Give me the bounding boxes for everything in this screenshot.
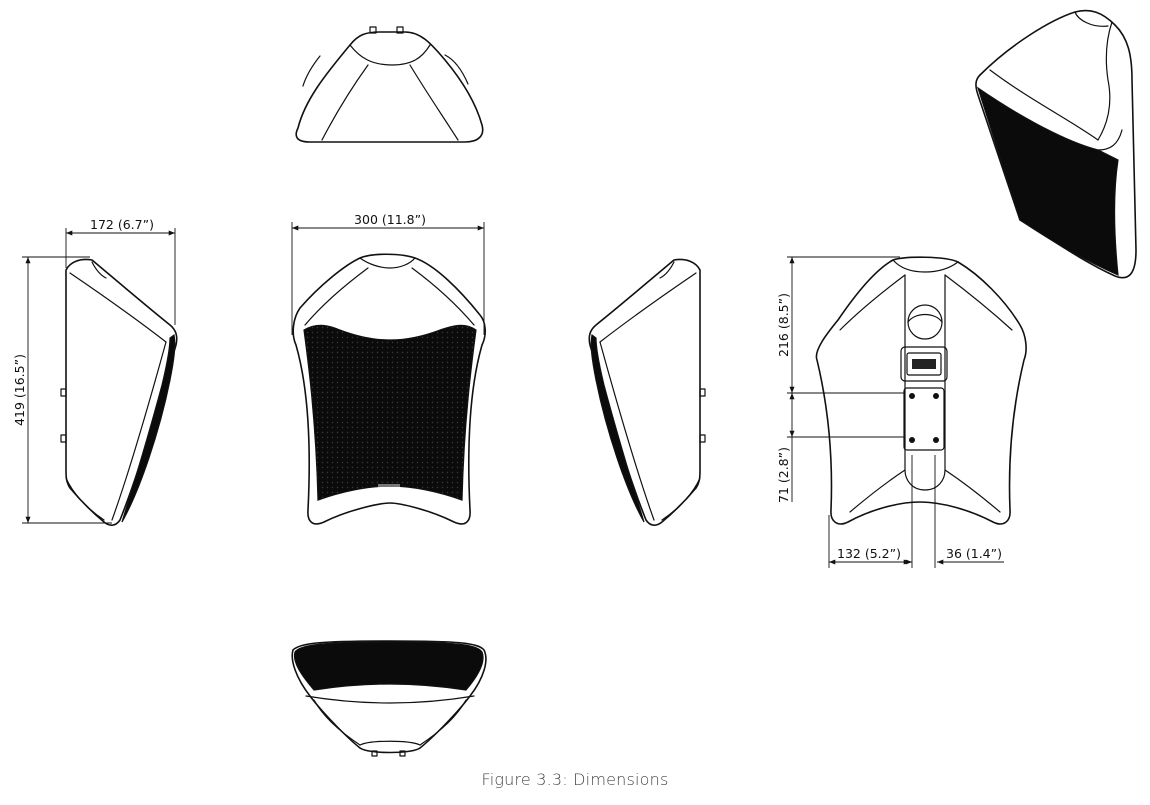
front-view: [292, 253, 486, 525]
dimension-mount-width: 36 (1.4”): [888, 455, 1004, 568]
side-view-left: [60, 258, 178, 526]
dimension-mount-spacing: 71 (2.8”): [776, 393, 905, 503]
bottom-view: [291, 640, 487, 757]
mount-width-label: 36 (1.4”): [946, 546, 1002, 561]
dimension-height: 419 (16.5”): [12, 256, 112, 524]
side-view-right: [588, 258, 706, 526]
top-view: [295, 26, 484, 143]
dimension-width: 300 (11.8”): [291, 212, 485, 335]
depth-label: 172 (6.7”): [90, 217, 154, 232]
dimension-mount-top: 216 (8.5”): [776, 256, 905, 394]
mount-spacing-label: 71 (2.8”): [776, 447, 791, 503]
height-label: 419 (16.5”): [12, 354, 27, 426]
figure-caption: Figure 3.3: Dimensions: [481, 770, 669, 789]
dimension-depth: 172 (6.7”): [65, 217, 176, 325]
mount-top-label: 216 (8.5”): [776, 293, 791, 357]
rear-view: [815, 256, 1027, 525]
mount-left-label: 132 (5.2”): [837, 546, 901, 561]
isometric-view: [975, 9, 1137, 279]
width-label: 300 (11.8”): [354, 212, 426, 227]
